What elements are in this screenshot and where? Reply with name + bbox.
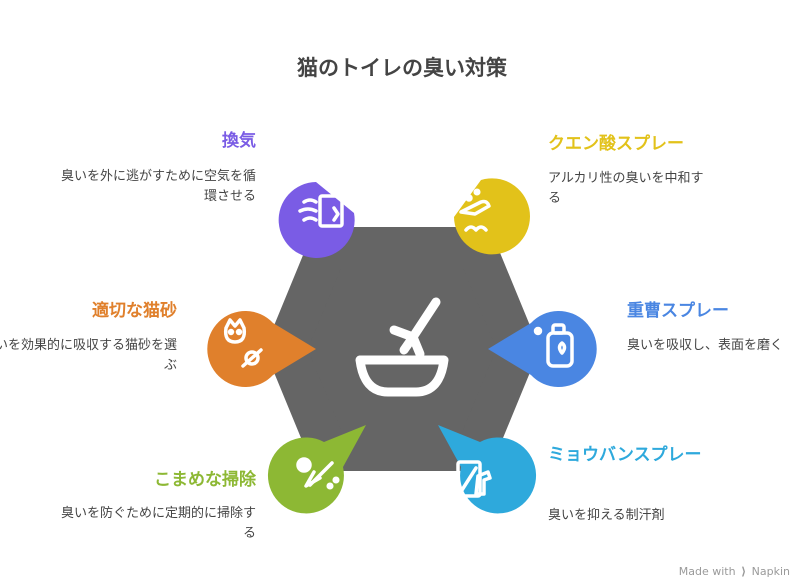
petal-baking-soda-spray (488, 310, 597, 388)
bottle-icon (533, 323, 574, 368)
deodorant-icon (456, 460, 492, 498)
spray-hand-icon (459, 188, 491, 232)
page-title: 猫のトイレの臭い対策 (297, 56, 507, 80)
item-desc-ventilation: 臭いを外に逃がすために空気を循環させる (60, 169, 256, 204)
item-title-ventilation: 換気 (222, 131, 256, 151)
footer-brand: Napkin (751, 565, 790, 578)
napkin-logo-icon: ⟩ (741, 565, 747, 578)
item-desc-alum-spray: 臭いを抑える制汗剤 (548, 508, 665, 523)
item-title-citric-spray: クエン酸スプレー (548, 134, 684, 154)
petal-cleaning (267, 425, 366, 514)
petal-citric-spray (454, 178, 530, 255)
petal-alum-spray (438, 425, 537, 514)
ventilation-icon (298, 194, 344, 228)
item-desc-baking-soda-spray: 臭いを吸収し、表面を磨く (627, 338, 784, 353)
item-title-cat-litter: 適切な猫砂 (92, 301, 177, 321)
item-desc-cleaning: 臭いを防ぐために定期的に掃除する (60, 506, 256, 541)
item-desc-citric-spray: アルカリ性の臭いを中和する (548, 171, 704, 206)
item-title-cleaning: こまめな掃除 (154, 470, 256, 490)
petal-cat-litter (207, 311, 316, 388)
cat-litter-icon (223, 318, 263, 368)
broom-icon (296, 457, 340, 490)
litter-scoop-icon (355, 297, 449, 397)
item-title-alum-spray: ミョウバンスプレー (548, 445, 702, 465)
footer-prefix: Made with (678, 565, 736, 578)
item-title-baking-soda-spray: 重曹スプレー (627, 301, 729, 321)
petal-ventilation (278, 182, 355, 258)
item-desc-cat-litter: 臭いを効果的に吸収する猫砂を選ぶ (0, 338, 177, 373)
footer: Made with ⟩ Napkin (679, 565, 790, 578)
